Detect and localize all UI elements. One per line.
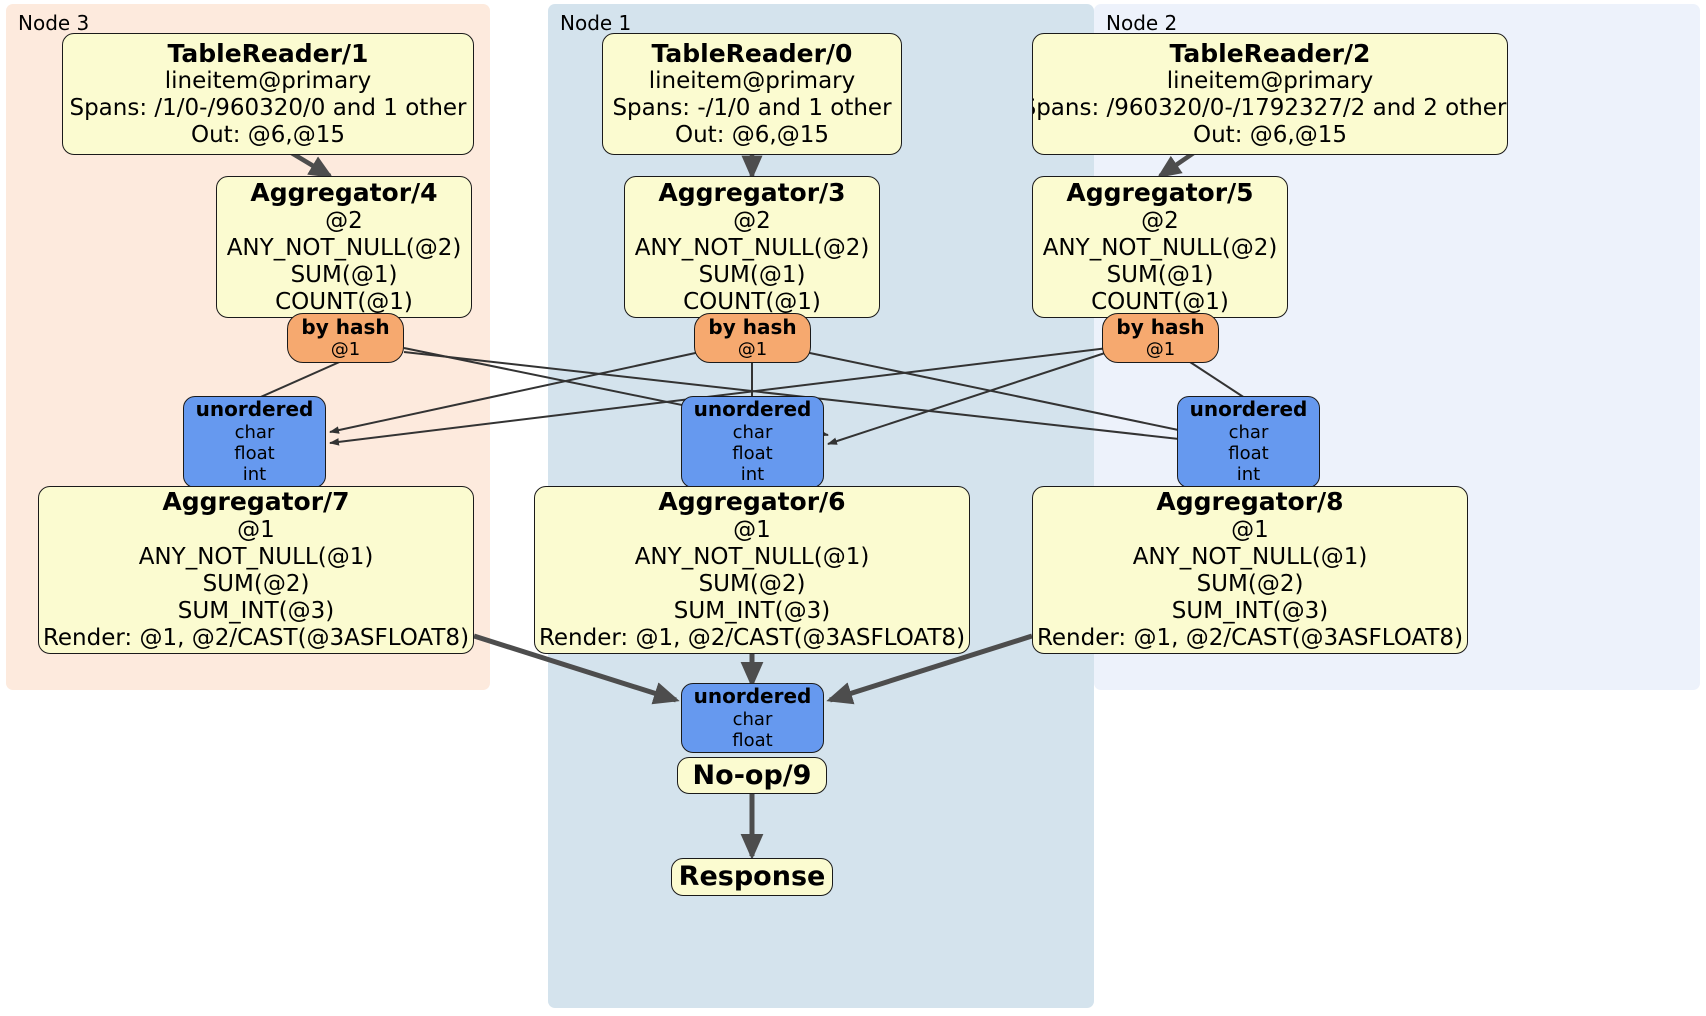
box-byhash-right[interactable]: by hash @1 (1102, 313, 1219, 363)
box-unordered-left-line3: int (242, 464, 267, 486)
box-unordered-center[interactable]: unordered char float int (681, 396, 824, 488)
box-noop9[interactable]: No-op/9 (677, 757, 827, 794)
box-aggregator8-line2: ANY_NOT_NULL(@1) (1132, 544, 1368, 571)
box-tablereader1-line2: Spans: /1/0-/960320/0 and 1 other (69, 95, 467, 122)
box-aggregator7-line2: ANY_NOT_NULL(@1) (138, 544, 374, 571)
box-unordered-right-line2: float (1228, 443, 1269, 465)
box-byhash-left[interactable]: by hash @1 (287, 313, 404, 363)
box-aggregator4-line4: COUNT(@1) (275, 288, 413, 315)
box-aggregator7[interactable]: Aggregator/7 @1 ANY_NOT_NULL(@1) SUM(@2)… (38, 486, 474, 654)
box-aggregator4[interactable]: Aggregator/4 @2 ANY_NOT_NULL(@2) SUM(@1)… (216, 176, 472, 318)
box-aggregator5-line2: ANY_NOT_NULL(@2) (1042, 234, 1278, 261)
box-aggregator6-line4: SUM_INT(@3) (673, 598, 831, 625)
box-aggregator7-line3: SUM(@2) (202, 571, 310, 598)
box-aggregator4-line1: @2 (325, 207, 363, 234)
box-byhash-center[interactable]: by hash @1 (694, 313, 811, 363)
box-tablereader0-line3: Out: @6,@15 (675, 122, 829, 149)
box-aggregator7-title: Aggregator/7 (162, 487, 350, 517)
box-byhash-center-line1: @1 (737, 339, 768, 361)
box-aggregator3-line1: @2 (733, 207, 771, 234)
box-unordered-left-title: unordered (195, 397, 314, 422)
box-aggregator6-line2: ANY_NOT_NULL(@1) (634, 544, 870, 571)
box-tablereader0[interactable]: TableReader/0 lineitem@primary Spans: -/… (602, 33, 902, 155)
box-tablereader0-line2: Spans: -/1/0 and 1 other (612, 95, 892, 122)
box-byhash-left-title: by hash (301, 314, 390, 339)
box-aggregator5-line4: COUNT(@1) (1091, 288, 1229, 315)
box-tablereader0-title: TableReader/0 (651, 38, 853, 68)
box-aggregator3-line3: SUM(@1) (698, 261, 806, 288)
box-aggregator8-title: Aggregator/8 (1156, 487, 1344, 517)
box-aggregator3[interactable]: Aggregator/3 @2 ANY_NOT_NULL(@2) SUM(@1)… (624, 176, 880, 318)
box-tablereader0-line1: lineitem@primary (648, 68, 856, 95)
box-aggregator3-line4: COUNT(@1) (683, 288, 821, 315)
node-panel-label-node1: Node 1 (560, 11, 632, 35)
box-aggregator5-title: Aggregator/5 (1066, 178, 1254, 207)
box-tablereader1-title: TableReader/1 (167, 38, 369, 68)
box-response[interactable]: Response (671, 858, 833, 896)
box-aggregator3-line2: ANY_NOT_NULL(@2) (634, 234, 870, 261)
box-unordered-right-title: unordered (1189, 397, 1308, 422)
box-aggregator5-line3: SUM(@1) (1106, 261, 1214, 288)
box-unordered-final-title: unordered (693, 683, 812, 708)
box-aggregator5-line1: @2 (1141, 207, 1179, 234)
box-unordered-final-line2: float (732, 729, 773, 751)
box-response-title: Response (678, 861, 826, 893)
box-aggregator8-line3: SUM(@2) (1196, 571, 1304, 598)
node-panel-label-node2: Node 2 (1106, 11, 1178, 35)
box-noop9-title: No-op/9 (692, 759, 812, 791)
box-byhash-right-line1: @1 (1145, 339, 1176, 361)
box-unordered-left-line2: float (234, 443, 275, 465)
box-aggregator6-line5: Render: @1, @2/CAST(@3ASFLOAT8) (538, 625, 966, 652)
box-unordered-right-line3: int (1236, 464, 1261, 486)
box-aggregator5[interactable]: Aggregator/5 @2 ANY_NOT_NULL(@2) SUM(@1)… (1032, 176, 1288, 318)
box-aggregator7-line5: Render: @1, @2/CAST(@3ASFLOAT8) (42, 625, 470, 652)
box-tablereader1-line1: lineitem@primary (164, 68, 372, 95)
box-aggregator4-line2: ANY_NOT_NULL(@2) (226, 234, 462, 261)
box-aggregator8-line5: Render: @1, @2/CAST(@3ASFLOAT8) (1036, 625, 1464, 652)
box-aggregator8[interactable]: Aggregator/8 @1 ANY_NOT_NULL(@1) SUM(@2)… (1032, 486, 1468, 654)
box-unordered-right-line1: char (1228, 421, 1269, 443)
box-unordered-center-title: unordered (693, 397, 812, 422)
box-unordered-left[interactable]: unordered char float int (183, 396, 326, 488)
box-byhash-right-title: by hash (1116, 314, 1205, 339)
box-tablereader2-title: TableReader/2 (1169, 38, 1371, 68)
box-aggregator7-line4: SUM_INT(@3) (177, 598, 335, 625)
box-aggregator3-title: Aggregator/3 (658, 178, 846, 207)
box-unordered-left-line1: char (234, 421, 275, 443)
box-tablereader1-line3: Out: @6,@15 (191, 122, 345, 149)
box-unordered-center-line1: char (732, 421, 773, 443)
box-aggregator6-title: Aggregator/6 (658, 487, 846, 517)
box-unordered-final[interactable]: unordered char float (681, 683, 824, 753)
box-unordered-center-line2: float (732, 443, 773, 465)
box-byhash-center-title: by hash (708, 314, 797, 339)
box-aggregator7-line1: @1 (237, 516, 275, 543)
box-aggregator6-line1: @1 (733, 516, 771, 543)
box-aggregator6-line3: SUM(@2) (698, 571, 806, 598)
box-aggregator6[interactable]: Aggregator/6 @1 ANY_NOT_NULL(@1) SUM(@2)… (534, 486, 970, 654)
box-aggregator8-line4: SUM_INT(@3) (1171, 598, 1329, 625)
box-tablereader2[interactable]: TableReader/2 lineitem@primary Spans: /9… (1032, 33, 1508, 155)
box-aggregator4-title: Aggregator/4 (250, 178, 438, 207)
box-tablereader2-line1: lineitem@primary (1166, 68, 1374, 95)
box-unordered-right[interactable]: unordered char float int (1177, 396, 1320, 488)
node-panel-label-node3: Node 3 (18, 11, 90, 35)
box-tablereader2-line3: Out: @6,@15 (1193, 122, 1347, 149)
box-tablereader1[interactable]: TableReader/1 lineitem@primary Spans: /1… (62, 33, 474, 155)
box-unordered-final-line1: char (732, 708, 773, 730)
box-unordered-center-line3: int (740, 464, 765, 486)
box-aggregator8-line1: @1 (1231, 516, 1269, 543)
box-tablereader2-line2: Spans: /960320/0-/1792327/2 and 2 others (1032, 95, 1508, 122)
box-byhash-left-line1: @1 (330, 339, 361, 361)
box-aggregator4-line3: SUM(@1) (290, 261, 398, 288)
